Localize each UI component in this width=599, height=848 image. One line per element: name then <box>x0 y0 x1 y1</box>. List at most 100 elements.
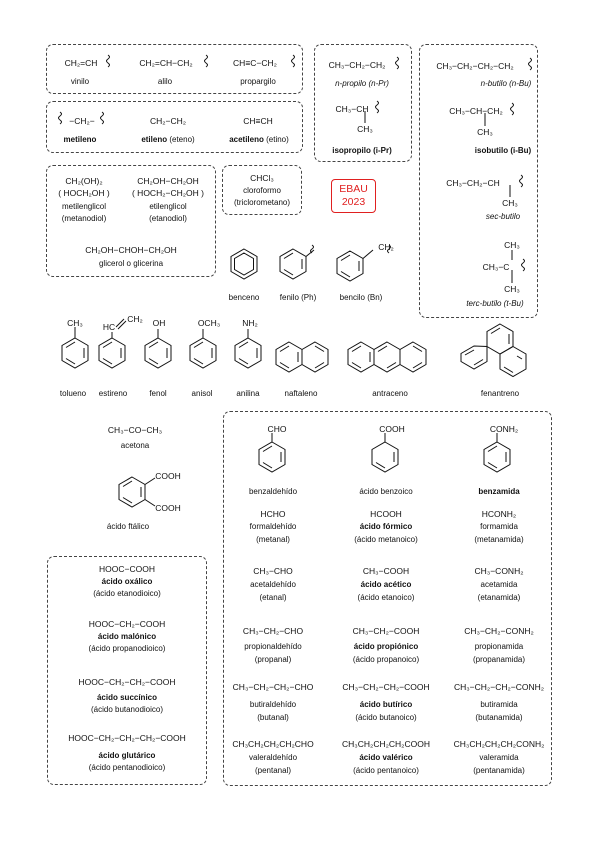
row4-c2-name: ácido butírico <box>359 700 413 709</box>
bencilo-ring <box>336 244 391 282</box>
glicerol-formula: CH₂OH−CHOH−CH₂OH <box>85 245 177 255</box>
row5-c2-formula: CH₃CH₂CH₂CH₂COOH <box>342 739 430 749</box>
box-diacids <box>47 556 207 785</box>
badge-line2: 2023 <box>341 196 366 208</box>
row3-c1-alt: (propanal) <box>254 655 292 664</box>
glutarico-formula: HOOC−CH₂−CH₂−CH₂−COOH <box>68 733 186 743</box>
row3-c3-name: propionamida <box>474 642 524 651</box>
row1-c2-name: ácido fórmico <box>359 522 413 531</box>
benzaldehido-ring <box>258 433 286 473</box>
benzamida-ring <box>483 433 511 473</box>
box-cloroformo <box>222 165 302 215</box>
tolueno-name: tolueno <box>59 389 87 398</box>
acetileno-name: acetileno (etino) <box>229 135 289 145</box>
etileno-name: etileno (eteno) <box>141 135 194 145</box>
row2-c2-alt: (ácido etanoico) <box>357 593 415 602</box>
row2-c2-name: ácido acético <box>360 580 412 589</box>
antraceno-rings <box>347 341 427 373</box>
row1-c3-alt: (metanamida) <box>474 535 524 544</box>
anisol-sub: OCH₃ <box>197 318 221 328</box>
ftalico-cooh1: COOH <box>155 471 181 481</box>
metilenglicol-formula1: CH₂(OH)₂ <box>65 176 103 186</box>
propilo-formula: CH₃−CH₂−CH₂ <box>328 60 386 70</box>
row5-c3-alt: (pentanamida) <box>473 766 525 775</box>
glutarico-alt: (ácido pentanodioico) <box>88 763 166 772</box>
cloroformo-formula: CHCl₃ <box>250 173 274 183</box>
glicerol-name: glicerol o glicerina <box>98 259 164 268</box>
row1-c1-name: formaldehído <box>249 522 297 531</box>
acetona-formula: CH₃−CO−CH₃ <box>107 425 163 435</box>
box-groups-unsaturated <box>46 44 303 94</box>
box-propyl <box>314 44 412 162</box>
row5-c1-alt: (pentanal) <box>254 766 292 775</box>
row4-c2-formula: CH₃−CH₂−CH₂−COOH <box>342 682 430 692</box>
acetileno-label: acetileno <box>229 135 264 144</box>
row3-c1-name: propionaldehído <box>244 642 302 651</box>
row1-c2-alt: (ácido metanoico) <box>354 535 418 544</box>
row5-c3-formula: CH₃CH₂CH₂CH₂CONH₂ <box>453 739 545 749</box>
row3-c1-formula: CH₃−CH₂−CHO <box>242 626 304 636</box>
row3-c3-formula: CH₃−CH₂−CONH₂ <box>464 626 534 636</box>
etilenglicol-formula2: ( HOCH₂−CH₂OH ) <box>131 188 205 198</box>
row4-c3-formula: CH₃−CH₂−CH₂−CONH₂ <box>453 682 545 692</box>
row2-c2-formula: CH₃−COOH <box>362 566 410 576</box>
benceno-ring <box>230 248 258 280</box>
ftalico-cooh2: COOH <box>155 503 181 513</box>
anisol-name: anisol <box>191 389 213 398</box>
malonico-alt: (ácido propanodioico) <box>88 644 166 653</box>
propargilo-formula: CH≡C−CH₂ <box>233 58 277 68</box>
box-ethylene <box>46 101 303 153</box>
tolueno-sub: CH₃ <box>67 318 83 328</box>
row3-c2-formula: CH₃−CH₂−COOH <box>352 626 420 636</box>
metilenglicol-formula2: ( HOCH₂OH ) <box>58 188 110 198</box>
tercbutilo-mid: CH₃−C <box>482 262 510 272</box>
succinico-name: ácido succínico <box>96 693 158 702</box>
row4-c1-alt: (butanal) <box>257 713 289 722</box>
row2-c3-name: acetamida <box>480 580 518 589</box>
oxalico-formula: HOOC−COOH <box>99 564 155 574</box>
butilo-formula: CH₃−CH₂−CH₂−CH₂ <box>436 61 514 71</box>
ftalico-name: ácido ftálico <box>106 522 150 531</box>
oxalico-alt: (ácido etanodioico) <box>93 589 161 598</box>
propargilo-name: propargilo <box>240 77 276 86</box>
row5-c3-name: valeramida <box>479 753 519 762</box>
row3-c2-name: ácido propiónico <box>353 642 419 651</box>
anisol-ring <box>189 329 217 369</box>
estireno-ring <box>98 318 127 369</box>
benceno-name: benceno <box>228 293 260 302</box>
tercbutilo-name: terc-butilo (t-Bu) <box>466 299 524 308</box>
etileno-label: etileno <box>141 135 168 144</box>
bencilo-name: bencilo (Bn) <box>339 293 383 302</box>
etileno-alt: (eteno) <box>169 135 195 144</box>
row4-c3-alt: (butanamida) <box>475 713 523 722</box>
fenilo-ring <box>279 244 315 280</box>
fenol-name: fenol <box>149 389 167 398</box>
benzamida-name: benzamida <box>478 487 520 496</box>
secbutilo-formula: CH₃−CH₂−CH <box>446 178 500 188</box>
tercbutilo-top: CH₃ <box>504 240 520 250</box>
row2-c1-alt: (etanal) <box>259 593 287 602</box>
row2-c1-name: acetaldehído <box>250 580 296 589</box>
fenilo-name: fenilo (Ph) <box>279 293 317 302</box>
acetileno-alt: (etino) <box>266 135 289 144</box>
isopropilo-ch3: CH₃ <box>357 124 373 134</box>
succinico-alt: (ácido butanodioico) <box>90 705 164 714</box>
box-glycols <box>46 165 216 277</box>
row5-c1-formula: CH₃CH₂CH₂CH₂CHO <box>232 739 314 749</box>
fenantreno-name: fenantreno <box>480 389 520 398</box>
row1-c3-name: formamida <box>480 522 518 531</box>
row4-c1-name: butiraldehído <box>249 700 297 709</box>
anilina-ring <box>234 329 262 369</box>
benzoico-sub: COOH <box>379 424 405 434</box>
cloroformo-alt: (triclorometano) <box>233 198 291 207</box>
cloroformo-name: cloroformo <box>243 186 281 195</box>
glutarico-name: ácido glutárico <box>98 751 156 760</box>
propilo-name: n-propilo (n-Pr) <box>335 79 389 88</box>
fenol-ring <box>144 329 172 369</box>
succinico-formula: HOOC−CH₂−CH₂−COOH <box>78 677 176 687</box>
estireno-sub1: HC <box>102 322 116 332</box>
metilenglicol-alt: (metanodiol) <box>61 214 107 223</box>
row5-c2-alt: (ácido pentanoico) <box>353 766 419 775</box>
ebau-badge: EBAU 2023 <box>331 179 376 213</box>
row4-c3-name: butiramida <box>480 700 518 709</box>
